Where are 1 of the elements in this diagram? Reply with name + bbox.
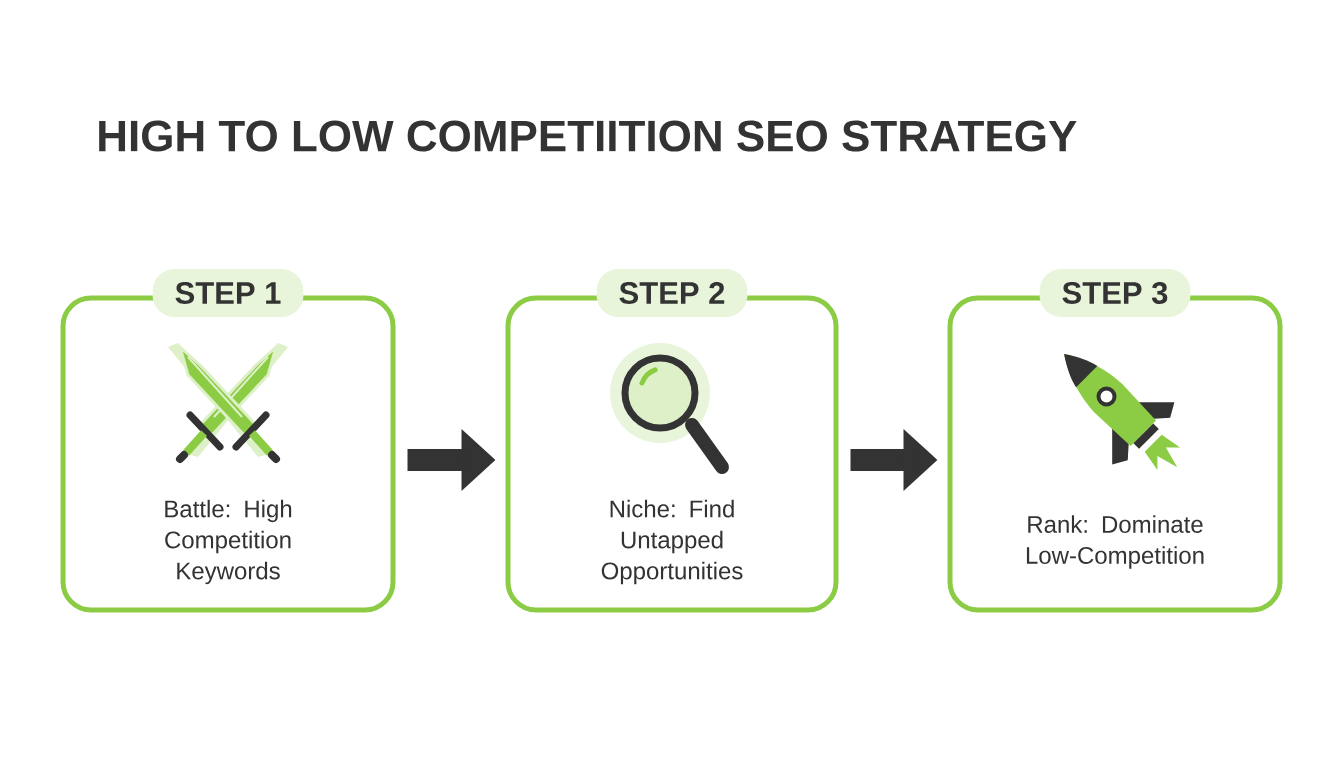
title: HIGH TO LOW COMPETIITION SEO STRATEGY [99, 120, 1077, 152]
